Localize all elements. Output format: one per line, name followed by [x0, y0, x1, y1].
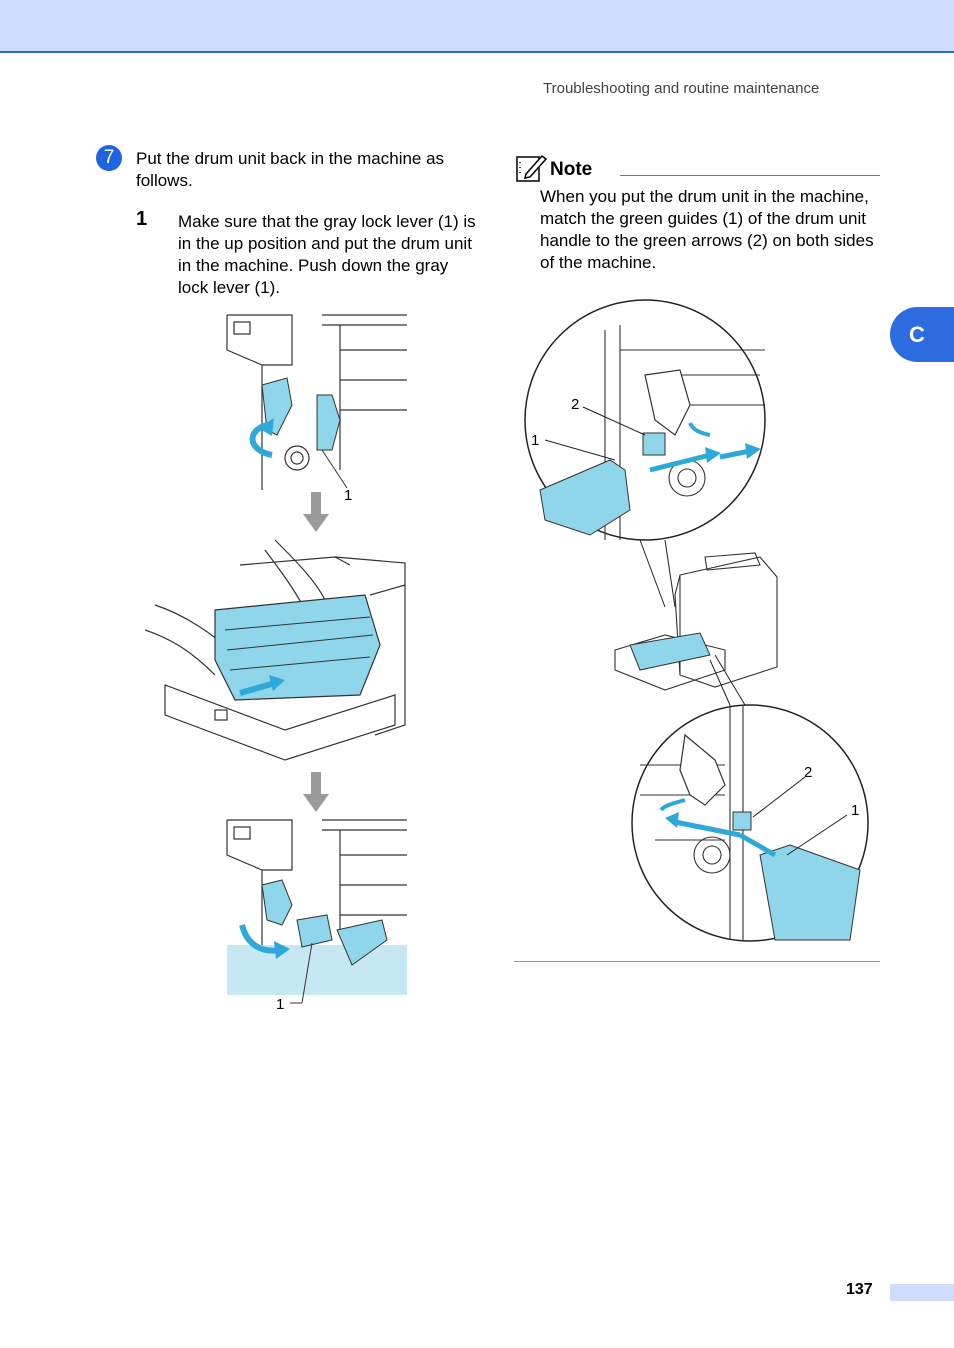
- guide-alignment-illustration: 2 1 2 1: [524, 299, 869, 942]
- note-callout-arrow-top: 2: [571, 396, 579, 413]
- step-instruction: Put the drum unit back in the machine as…: [136, 149, 445, 190]
- lock-lever-down-illustration: 1: [226, 819, 407, 1013]
- note-pencil-icon: [516, 154, 548, 182]
- note-callout-arrow-bottom: 2: [804, 764, 812, 781]
- substep-instruction: Make sure that the gray lock lever (1) i…: [178, 212, 476, 297]
- footer-band: [890, 1284, 954, 1301]
- note-text: When you put the drum unit in the machin…: [540, 187, 874, 272]
- note-bottom-rule: [514, 961, 880, 962]
- bottom-callout: 1: [276, 996, 284, 1013]
- step-number-badge: 7: [96, 145, 122, 171]
- down-arrow-icon: [303, 492, 329, 532]
- chapter-tab[interactable]: C: [890, 307, 954, 362]
- note-title-rule: [620, 175, 880, 176]
- running-header: Troubleshooting and routine maintenance: [543, 80, 820, 97]
- page-number: 137: [846, 1281, 873, 1298]
- note-callout-guide-bottom: 1: [851, 802, 859, 819]
- insert-drum-illustration: [145, 539, 406, 761]
- lock-lever-up-illustration: 1: [226, 314, 407, 504]
- header-band: [0, 0, 954, 53]
- note-title: Note: [550, 159, 593, 180]
- note-callout-guide-top: 1: [531, 432, 539, 449]
- down-arrow-icon: [303, 772, 329, 812]
- chapter-tab-letter: C: [909, 322, 925, 347]
- top-callout: 1: [344, 487, 352, 504]
- substep-number: 1: [136, 208, 148, 230]
